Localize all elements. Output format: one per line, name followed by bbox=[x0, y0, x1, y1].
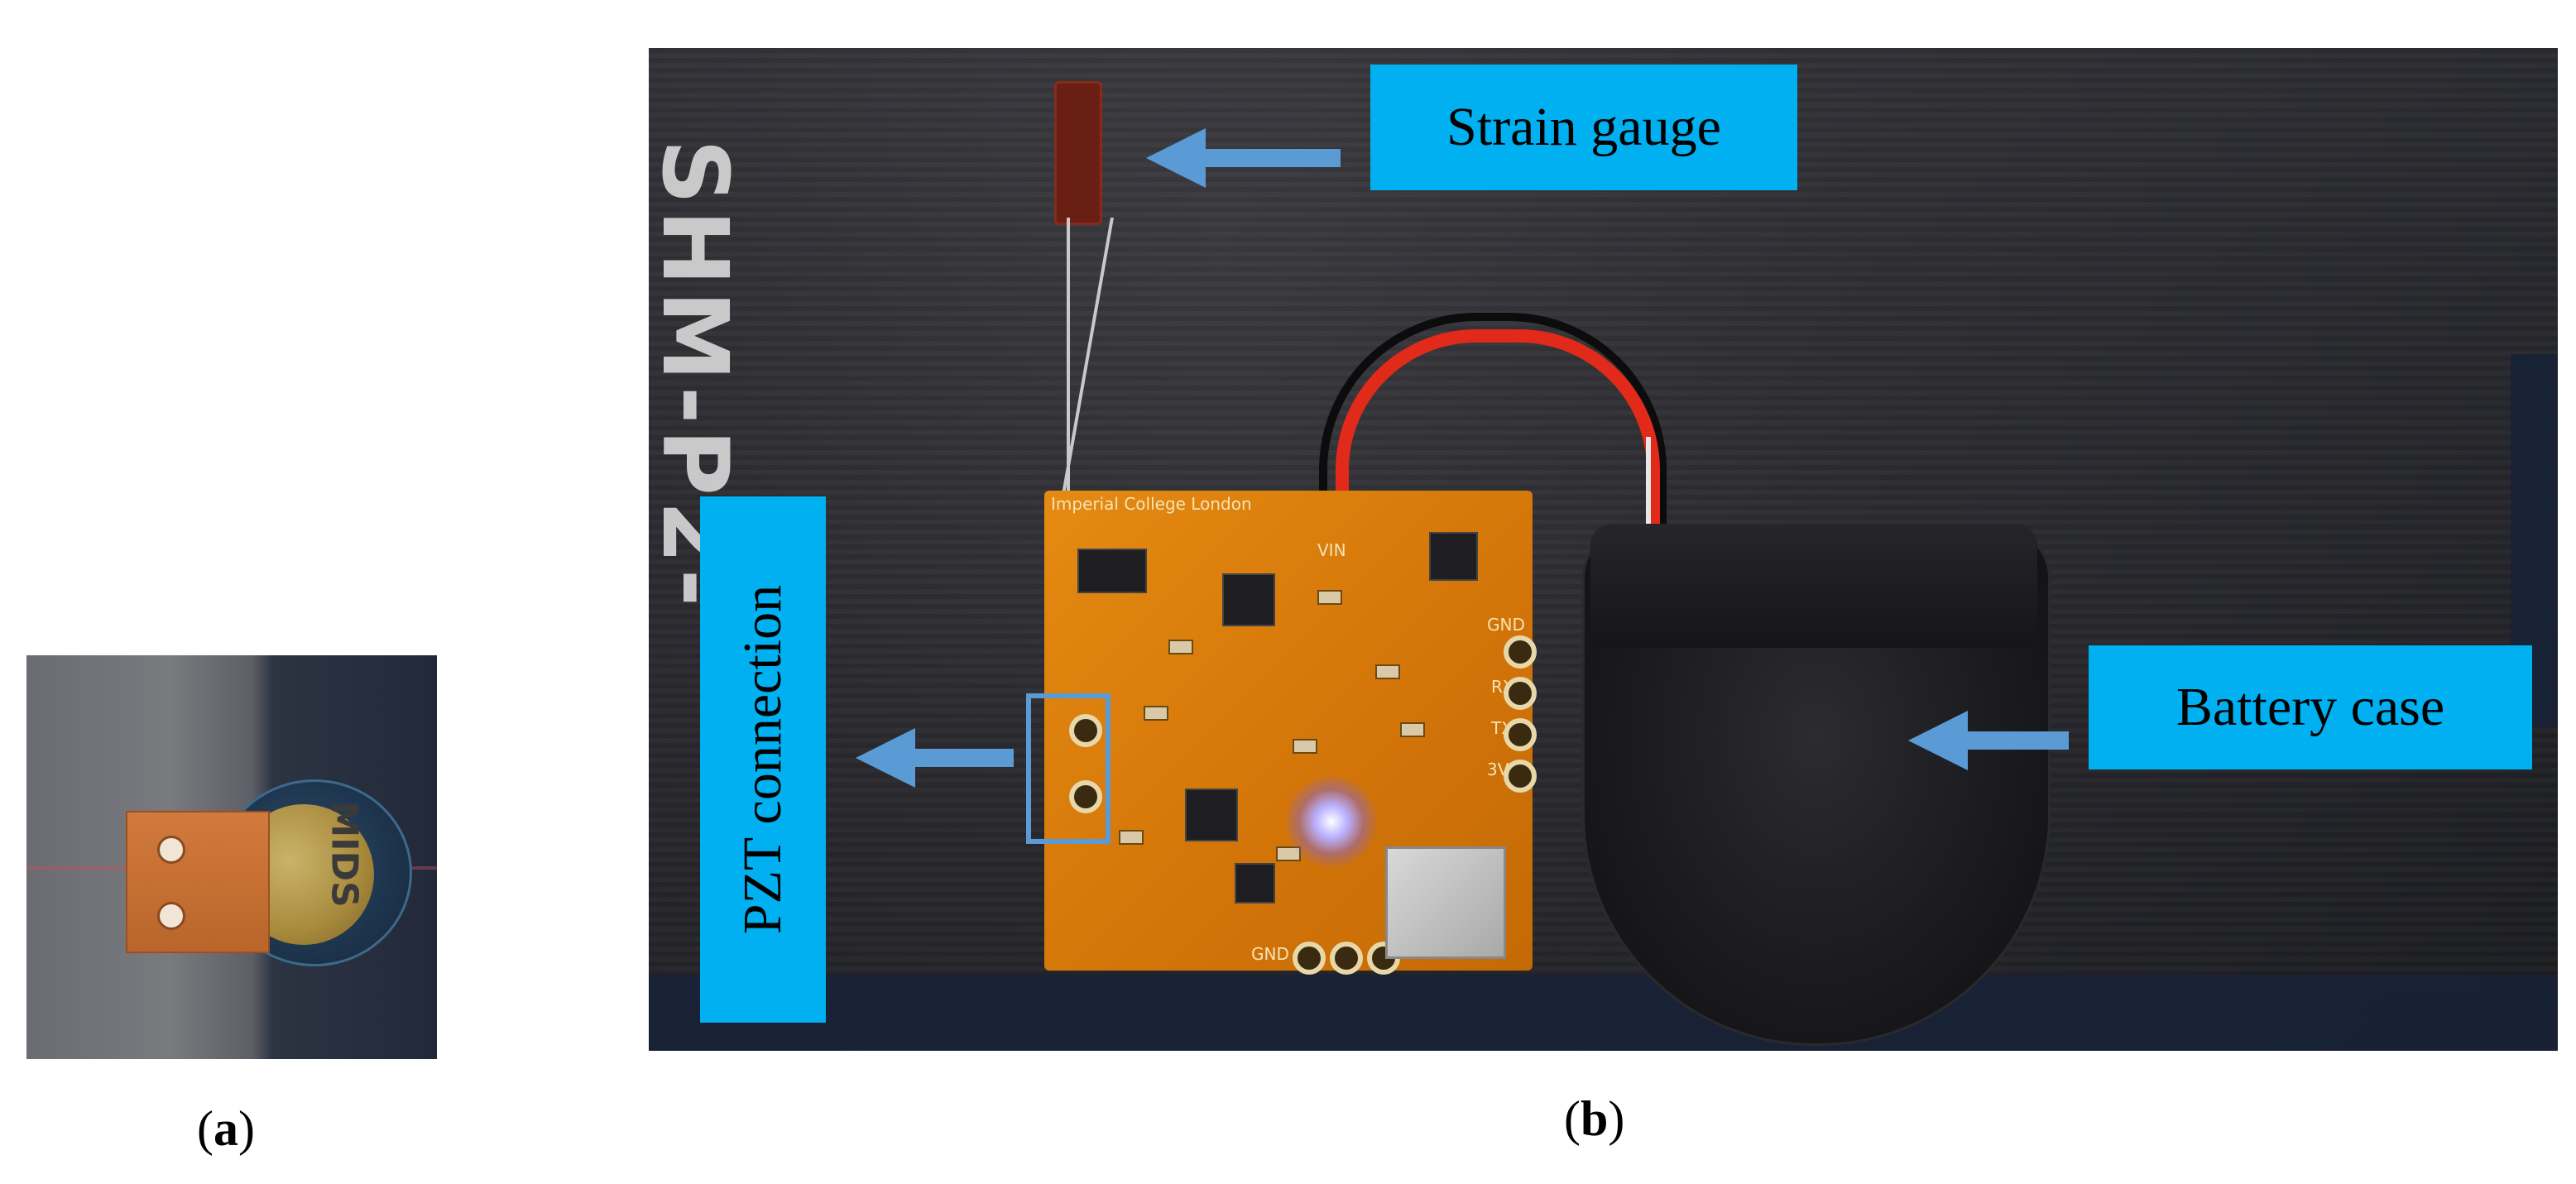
smd-component bbox=[1400, 722, 1425, 737]
ic-chip bbox=[1429, 532, 1478, 581]
caption-b-letter: b bbox=[1580, 1091, 1609, 1146]
strain-gauge-arrowhead bbox=[1146, 128, 1206, 188]
pzt-connection-label: PZT connection bbox=[700, 496, 826, 1023]
pzt-connection-text: PZT connection bbox=[732, 584, 794, 935]
header-pin bbox=[1330, 942, 1363, 975]
header-pin bbox=[1293, 942, 1326, 975]
photo-b-sensor-node: SHM-P2- Imperial College London VIN GND … bbox=[649, 48, 2558, 1051]
pzt-pad bbox=[1069, 714, 1102, 747]
battery-case-lid bbox=[1590, 524, 2037, 648]
pcb-gnd-bottom-label: GND bbox=[1251, 944, 1289, 964]
battery-black-wire bbox=[1319, 313, 1667, 569]
strain-gauge-label: Strain gauge bbox=[1370, 65, 1797, 190]
caption-b: (b) bbox=[1564, 1091, 1625, 1146]
pzt-connection-highlight bbox=[1026, 693, 1111, 844]
smd-component bbox=[1375, 664, 1400, 679]
header-pin bbox=[1504, 677, 1537, 710]
blue-tape bbox=[649, 975, 2558, 1051]
pcb-gnd-label: GND bbox=[1487, 615, 1525, 635]
battery-case-arrowhead bbox=[1908, 711, 1968, 770]
caption-a: (a) bbox=[197, 1101, 255, 1156]
solder-pad bbox=[157, 902, 185, 930]
smd-component bbox=[1119, 830, 1144, 845]
photo-a-pzt-sensor: MIDS bbox=[26, 655, 437, 1059]
strain-gauge bbox=[1054, 81, 1102, 225]
ic-chip bbox=[1235, 863, 1275, 904]
caption-a-letter: a bbox=[213, 1101, 238, 1156]
battery-case-label: Battery case bbox=[2089, 645, 2532, 769]
ic-chip bbox=[1185, 789, 1238, 841]
smd-component bbox=[1168, 640, 1193, 654]
smd-component bbox=[1293, 739, 1317, 754]
pzt-connection-arrowhead bbox=[856, 728, 915, 788]
pcb-vin-label: VIN bbox=[1317, 540, 1346, 560]
header-pin bbox=[1504, 718, 1537, 751]
pcb-maker-label: Imperial College London bbox=[1051, 494, 1252, 514]
smd-component bbox=[1144, 706, 1168, 721]
pzt-marking: MIDS bbox=[323, 801, 366, 908]
ic-chip bbox=[1222, 573, 1275, 626]
pzt-connection-arrow bbox=[910, 749, 1014, 767]
battery-white-wire bbox=[1646, 437, 1651, 561]
header-pin bbox=[1504, 760, 1537, 793]
strain-gauge-arrow bbox=[1200, 149, 1341, 167]
pzt-pad bbox=[1069, 780, 1102, 813]
copper-tab bbox=[126, 811, 270, 953]
smd-component bbox=[1317, 590, 1342, 605]
header-pin bbox=[1504, 635, 1537, 669]
rf-shield-module bbox=[1385, 846, 1506, 959]
status-led-glow bbox=[1286, 776, 1377, 867]
solder-pad bbox=[157, 836, 185, 864]
battery-case-arrow bbox=[1961, 731, 2069, 750]
gauge-wire bbox=[1067, 218, 1070, 499]
ic-chip bbox=[1077, 549, 1147, 593]
